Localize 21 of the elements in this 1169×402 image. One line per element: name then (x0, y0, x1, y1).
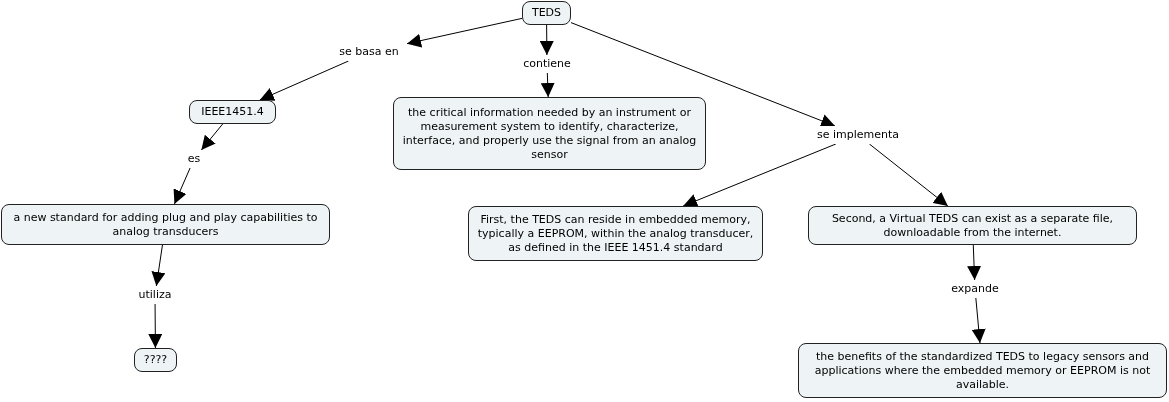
arrow (570, 22, 836, 128)
concept-box: First, the TEDS can reside in embedded memory, typically a EEPROM, within the analog transducer, as defined in the IEEE 1451.4 standard (468, 206, 763, 261)
concept-box: Second, a Virtual TEDS can exist as a separate file, downloadable from the internet. (808, 206, 1137, 245)
arrow (868, 143, 949, 207)
concept-box: IEEE1451.4 (189, 100, 276, 124)
concept-box: ???? (134, 348, 177, 372)
arrow (682, 143, 837, 208)
arrow (540, 72, 555, 98)
arrow (971, 297, 986, 344)
arrow (539, 24, 554, 56)
arrow (200, 123, 224, 151)
arrow (406, 17, 523, 48)
concept-box: the benefits of the standardized TEDS to legacy sensors and applications where the embedded memory or EEPROM is not available. (798, 343, 1167, 398)
arrow (967, 244, 982, 281)
concept-box: TEDS (522, 1, 571, 25)
concept-box: the critical information needed by an instrument or measurement system to identify, characterize, interface, and properly use the signal from an analog sensor (393, 97, 706, 170)
arrow (173, 167, 191, 205)
arrow (151, 244, 166, 287)
arrow (148, 303, 163, 349)
arrow (259, 60, 350, 101)
concept-box: a new standard for adding plug and play capabilities to analog transducers (1, 204, 330, 245)
